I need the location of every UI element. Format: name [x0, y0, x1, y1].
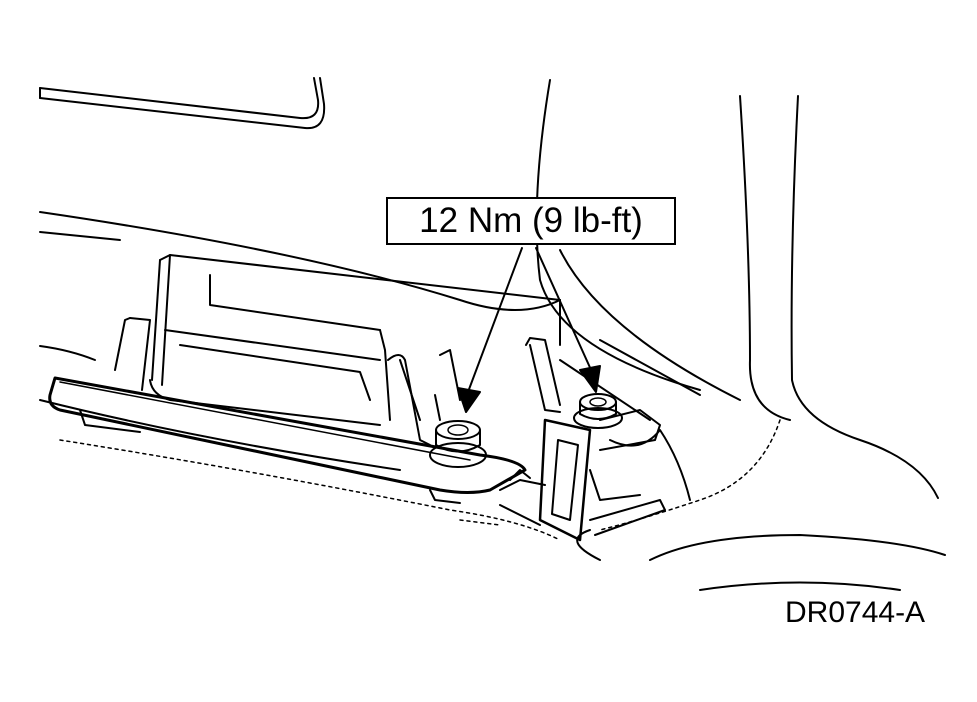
floor-stud-bracket: [499, 418, 666, 542]
bolt-icon: [429, 420, 487, 468]
torque-callout: 12 Nm (9 lb-ft): [386, 197, 676, 245]
upper-trim-panel: [39, 77, 326, 130]
module-housing: [149, 254, 561, 426]
mounting-rail: [48, 376, 527, 504]
bolt-bracket-left: [387, 349, 461, 446]
arrow-icon: [457, 247, 601, 413]
bolt-icon: [573, 393, 623, 429]
dash-contour: [39, 79, 939, 499]
bolt-bracket-right: [525, 337, 691, 501]
left-bracket-tab: [114, 317, 151, 391]
console-floor: [39, 345, 946, 591]
floor-edge: [59, 419, 781, 541]
figure-id: DR0744-A: [785, 596, 926, 629]
